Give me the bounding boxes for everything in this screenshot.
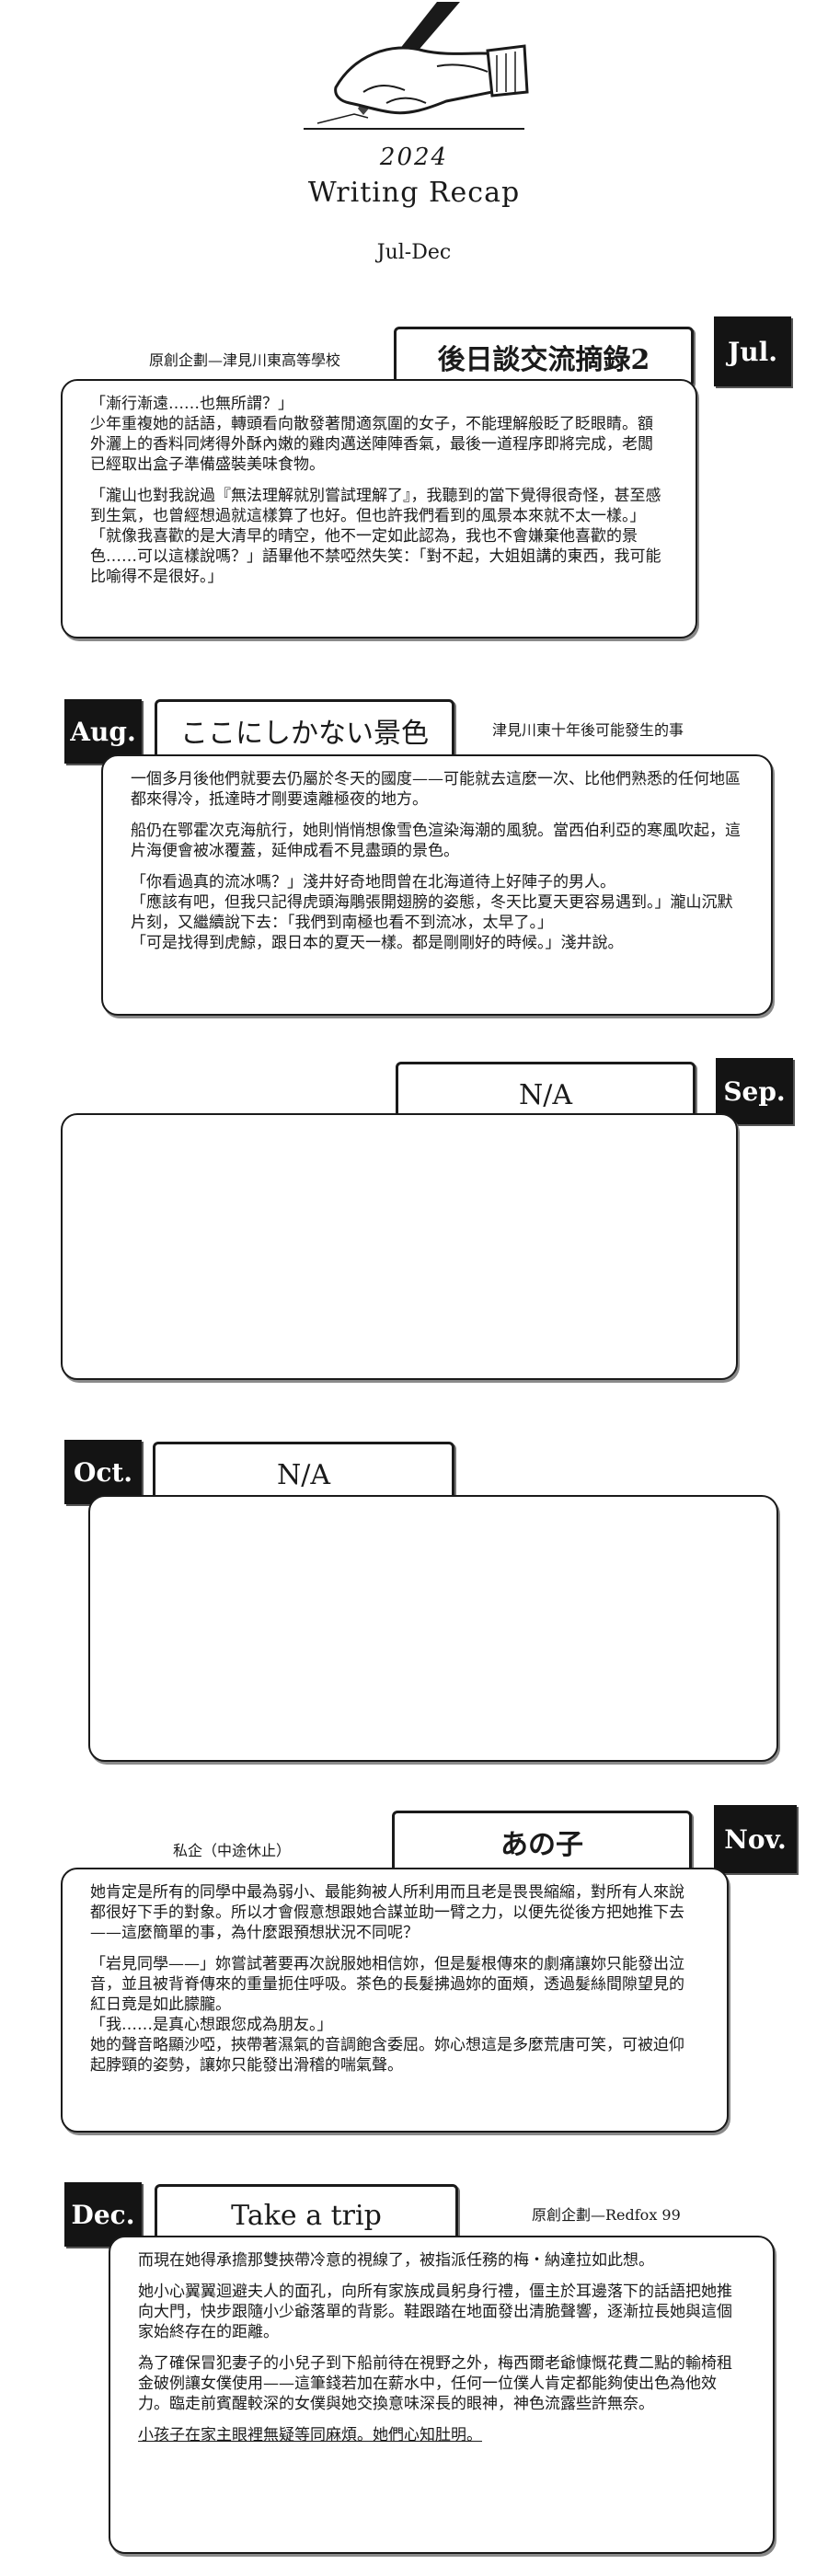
paragraph: 船仍在鄂霍次克海航行，她則悄悄想像雪色渲染海潮的風貌。當西伯利亞的寒風吹起，這片…: [131, 822, 741, 860]
month-tag: Sep.: [716, 1058, 793, 1124]
date-range: Jul-Dec: [376, 241, 452, 264]
paragraph: 「瀧山也對我說過『無法理解就別嘗試理解了』，我聽到的當下覺得很奇怪，甚至感到生氣…: [90, 487, 661, 586]
month-tag: Dec.: [64, 2182, 142, 2247]
paragraph: 「岩見同學——」妳嘗試著要再次說服她相信妳，但是髮根傳來的劇痛讓妳只能發出泣音，…: [90, 1955, 684, 2075]
paragraph: 「漸行漸遠……也無所謂？」 少年重複她的話語，轉頭看向散發著閒適氛圍的女子，不能…: [90, 395, 653, 474]
month-tag: Jul.: [714, 316, 791, 386]
section-note: 原創企劃—津見川東高等學校: [149, 351, 341, 369]
paragraph: 而現在她得承擔那雙挾帶冷意的視線了，被指派任務的梅・納達拉如此想。: [138, 2251, 654, 2270]
paragraph: 「你看過真的流冰嗎？」淺井好奇地問曾在北海道待上好陣子的男人。 「應該有吧，但我…: [131, 873, 733, 952]
content-box: [61, 1113, 738, 1380]
content-box: 她肯定是所有的同學中最為弱小、最能夠被人所利用而且老是畏畏縮縮，對所有人來說都很…: [61, 1868, 729, 2133]
content-box: [88, 1495, 778, 1762]
section-title: あの子: [392, 1811, 692, 1873]
content-box: 「漸行漸遠……也無所謂？」 少年重複她的話語，轉頭看向散發著閒適氛圍的女子，不能…: [61, 379, 697, 638]
paragraph: 她小心翼翼迴避夫人的面孔，向所有家族成員躬身行禮，僵主於耳邊落下的話語把她推向大…: [138, 2283, 732, 2341]
month-tag: Aug.: [64, 699, 142, 764]
month-tag: Oct.: [64, 1440, 142, 1504]
paragraph: 小孩子在家主眼裡無疑等同麻煩。她們心知肚明。: [138, 2426, 482, 2444]
paragraph: 一個多月後他們就要去仍屬於冬天的國度——可能就去這麼一次、比他們熟悉的任何地區都…: [131, 770, 741, 809]
section-note: 津見川東十年後可能發生的事: [492, 721, 684, 739]
section-title: ここにしかない景色: [155, 699, 454, 762]
paragraph: 為了確保冒犯妻子的小兒子到下船前待在視野之外，梅西爾老爺慷慨花費二點的輸椅租金破…: [138, 2354, 732, 2413]
month-tag: Nov.: [714, 1805, 797, 1873]
section-note: 私企（中途休止）: [173, 1842, 292, 1859]
content-box: 而現在她得承擔那雙挾帶冷意的視線了，被指派任務的梅・納達拉如此想。 她小心翼翼迴…: [109, 2236, 775, 2554]
paragraph: 她肯定是所有的同學中最為弱小、最能夠被人所利用而且老是畏畏縮縮，對所有人來說都很…: [90, 1883, 684, 1942]
year-heading: 2024: [379, 144, 449, 171]
content-box: 一個多月後他們就要去仍屬於冬天的國度——可能就去這麼一次、比他們熟悉的任何地區都…: [101, 754, 773, 1016]
hand-holding-pen-icon: [304, 2, 529, 130]
page-title: Writing Recap: [307, 177, 521, 209]
section-note: 原創企劃—Redfox 99: [532, 2206, 681, 2224]
